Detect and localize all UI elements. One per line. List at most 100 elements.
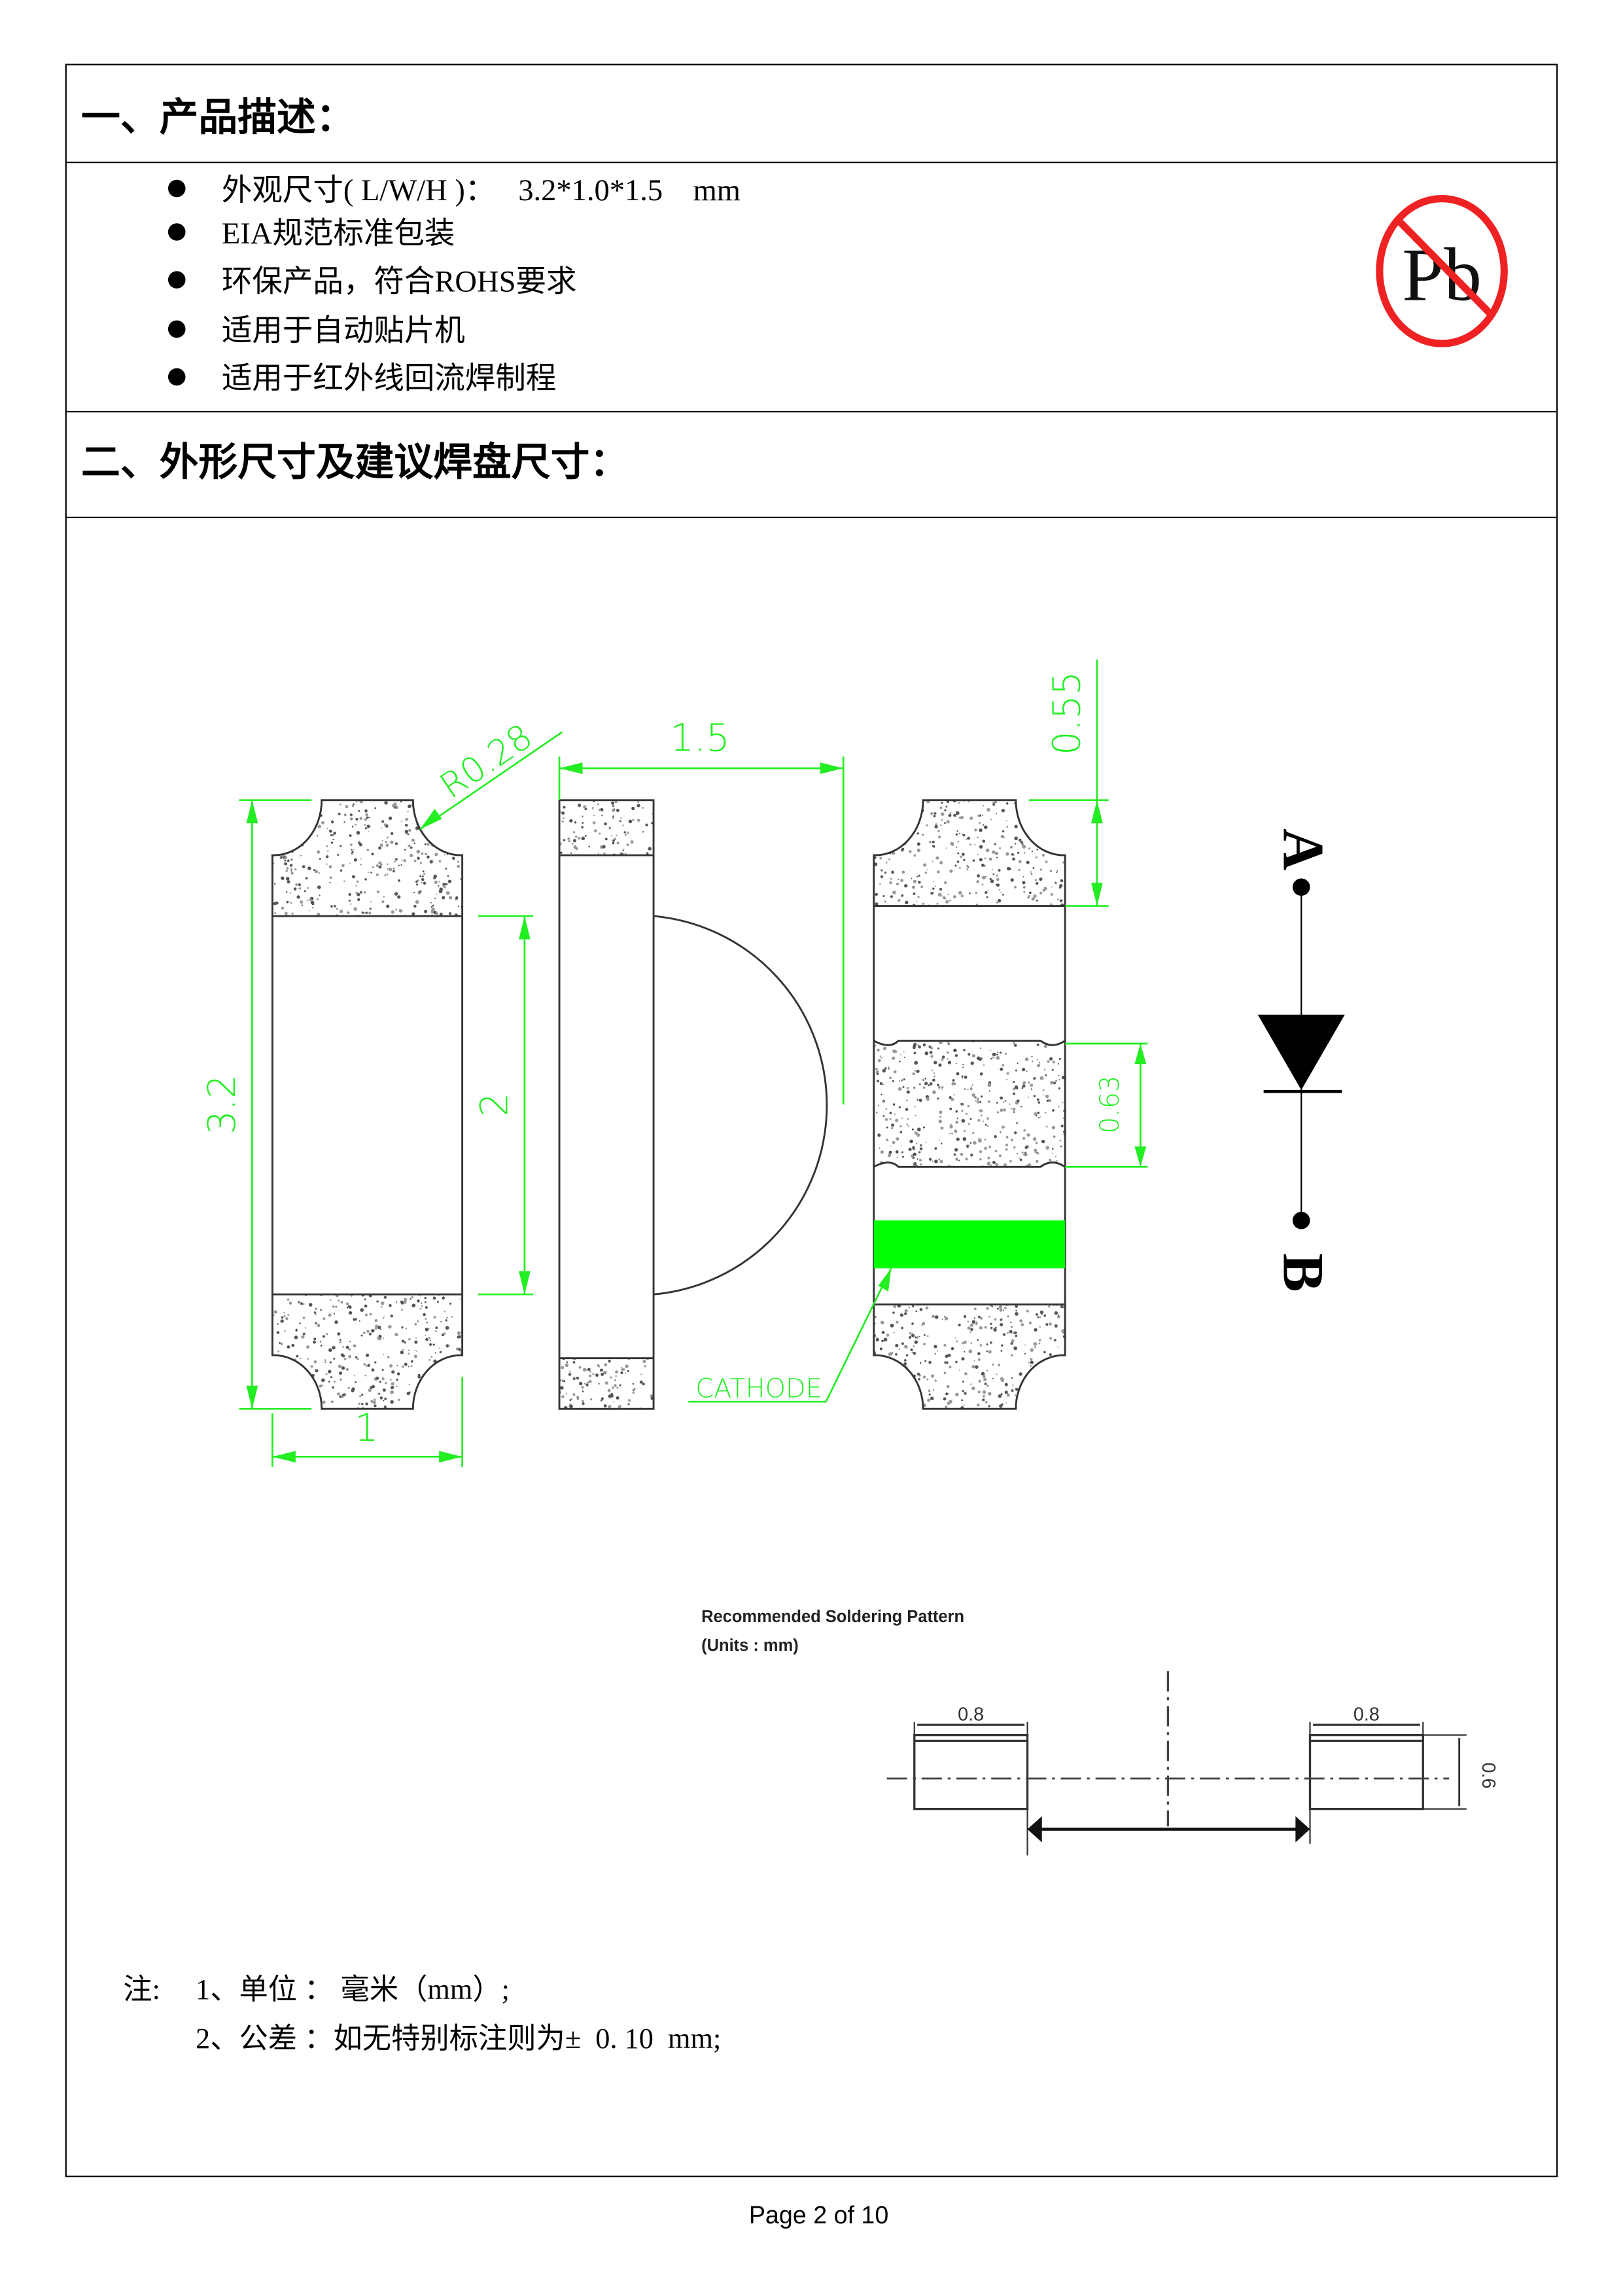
stipple-dot — [1061, 1007, 1065, 1011]
stipple-dot — [399, 927, 402, 930]
stipple-dot — [305, 1072, 309, 1075]
stipple-dot — [294, 989, 298, 992]
stipple-dot — [467, 936, 470, 939]
stipple-dot — [292, 828, 294, 830]
stipple-dot — [620, 1023, 623, 1026]
stipple-dot — [281, 1254, 284, 1258]
stipple-dot — [333, 1133, 335, 1135]
stipple-dot — [430, 1356, 433, 1358]
stipple-dot — [975, 891, 978, 894]
stipple-dot — [1002, 1333, 1006, 1336]
stipple-dot — [340, 1050, 343, 1053]
stipple-dot — [623, 1368, 625, 1371]
stipple-dot — [308, 1221, 311, 1224]
stipple-dot — [570, 1398, 572, 1400]
stipple-dot — [424, 843, 427, 845]
stipple-dot — [587, 993, 591, 996]
stipple-dot — [955, 1392, 959, 1397]
stipple-dot — [288, 1025, 290, 1028]
stipple-dot — [334, 1320, 338, 1324]
stipple-dot — [869, 879, 871, 882]
stipple-dot — [613, 1401, 615, 1403]
stipple-dot — [875, 1033, 878, 1037]
stipple-dot — [589, 1398, 593, 1401]
stipple-dot — [559, 1386, 564, 1390]
stipple-dot — [914, 1131, 918, 1135]
stipple-dot — [461, 831, 462, 833]
stipple-dot — [953, 813, 956, 817]
stipple-dot — [402, 1171, 404, 1174]
stipple-dot — [920, 1411, 923, 1415]
stipple-dot — [588, 1198, 592, 1202]
stipple-dot — [352, 1163, 356, 1167]
stipple-dot — [584, 1208, 587, 1210]
stipple-dot — [360, 986, 364, 989]
stipple-dot — [303, 939, 307, 943]
stipple-dot — [1036, 1043, 1039, 1046]
stipple-dot — [283, 1370, 286, 1373]
stipple-dot — [590, 1149, 593, 1152]
stipple-dot — [604, 1015, 608, 1018]
stipple-dot — [447, 1081, 451, 1086]
stipple-dot — [276, 1174, 279, 1176]
stipple-dot — [623, 1231, 627, 1235]
stipple-dot — [402, 1127, 404, 1129]
stipple-dot — [421, 852, 424, 855]
stipple-dot — [911, 1180, 913, 1182]
stipple-dot — [328, 1032, 332, 1036]
stipple-dot — [568, 1331, 572, 1334]
stipple-dot — [1045, 1074, 1047, 1076]
stipple-dot — [443, 846, 446, 849]
stipple-dot — [968, 1271, 970, 1274]
stipple-dot — [322, 1234, 325, 1237]
stipple-dot — [1024, 1352, 1026, 1355]
stipple-dot — [923, 912, 926, 916]
stipple-dot — [336, 908, 339, 910]
stipple-dot — [1042, 1036, 1047, 1040]
stipple-dot — [591, 1117, 595, 1120]
stipple-dot — [632, 819, 635, 822]
stipple-dot — [621, 1072, 624, 1076]
stipple-dot — [924, 949, 926, 951]
stipple-dot — [968, 1292, 971, 1296]
stipple-dot — [894, 936, 898, 940]
stipple-dot — [391, 1266, 394, 1270]
stipple-dot — [952, 921, 955, 923]
stipple-dot — [268, 960, 270, 961]
stipple-dot — [336, 923, 339, 926]
stipple-dot — [300, 1357, 302, 1360]
stipple-dot — [405, 948, 408, 951]
stipple-dot — [596, 1199, 599, 1202]
stipple-dot — [638, 1209, 640, 1210]
stipple-dot — [638, 1231, 642, 1234]
stipple-dot — [601, 1373, 604, 1376]
stipple-dot — [633, 1058, 637, 1062]
stipple-dot — [288, 1025, 291, 1027]
stipple-dot — [918, 874, 920, 877]
stipple-dot — [413, 1133, 416, 1135]
stipple-dot — [326, 1332, 328, 1335]
stipple-dot — [924, 1333, 926, 1336]
stipple-dot — [565, 1393, 567, 1395]
stipple-dot — [1060, 1145, 1062, 1148]
stipple-dot — [1052, 961, 1055, 963]
stipple-dot — [290, 1209, 292, 1211]
stipple-dot — [395, 858, 398, 861]
stipple-dot — [1018, 860, 1022, 864]
stipple-dot — [1043, 1351, 1046, 1354]
stipple-dot — [349, 1082, 351, 1084]
stipple-dot — [1058, 1269, 1060, 1271]
stipple-dot — [286, 1375, 289, 1378]
stipple-dot — [643, 1048, 647, 1051]
stipple-dot — [969, 817, 973, 821]
stipple-dot — [914, 1027, 918, 1031]
stipple-dot — [570, 852, 572, 855]
stipple-dot — [360, 1402, 364, 1405]
stipple-dot — [400, 821, 403, 822]
stipple-dot — [429, 1270, 430, 1272]
stipple-dot — [323, 1076, 326, 1079]
stipple-dot — [957, 852, 960, 855]
stipple-dot — [374, 807, 377, 809]
stipple-dot — [351, 1276, 353, 1279]
